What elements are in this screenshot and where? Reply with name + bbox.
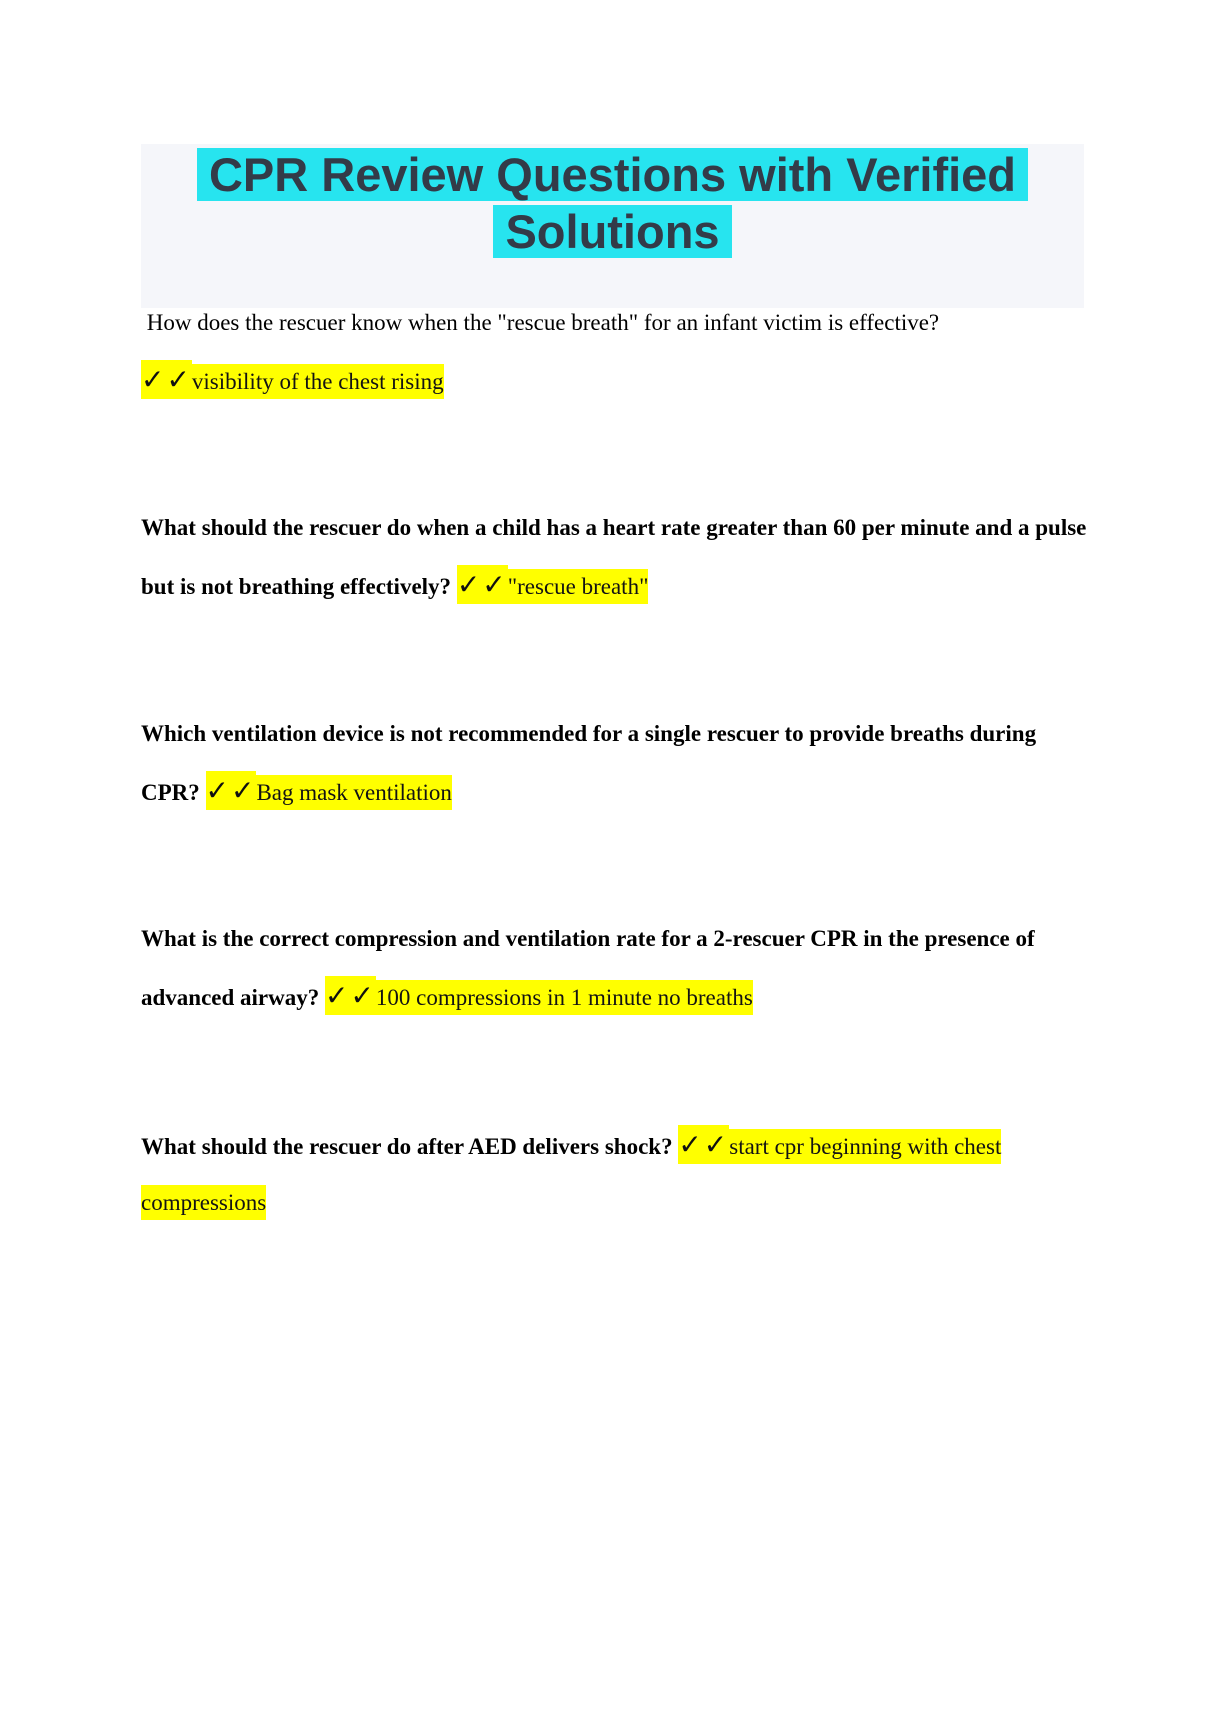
answer-text: visibility of the chest rising (191, 363, 444, 399)
question-text: CPR? (141, 779, 206, 805)
qa-content: How does the rescuer know when the "resc… (141, 295, 1087, 1232)
check-icon: ✓✓ (678, 1124, 730, 1164)
check-icon: ✓✓ (325, 975, 376, 1015)
text-line: CPR? ✓✓Bag mask ventilation (141, 763, 1084, 822)
question-text: What is the correct compression and vent… (141, 926, 1035, 952)
answer-text: start cpr beginning with chest (729, 1128, 1002, 1164)
page-title-line-1: CPR Review Questions with Verified (196, 148, 1029, 201)
text-line: What should the rescuer do when a child … (141, 500, 1087, 557)
answer-text: 100 compressions in 1 minute no breaths (375, 979, 753, 1015)
qa-block: What should the rescuer do after AED del… (141, 1117, 1084, 1232)
text-line: What is the correct compression and vent… (141, 911, 1084, 968)
text-line: Which ventilation device is not recommen… (141, 706, 1084, 763)
text-line: but is not breathing effectively? ✓✓"res… (141, 557, 1084, 616)
answer-text: "rescue breath" (507, 569, 649, 605)
text-line: advanced airway? ✓✓100 compressions in 1… (141, 968, 1084, 1027)
text-line: compressions (141, 1175, 1084, 1232)
question-text: Which ventilation device is not recommen… (141, 720, 1037, 746)
question-text: What should the rescuer do after AED del… (141, 1133, 679, 1159)
page-title-line-2: Solutions (493, 205, 732, 258)
question-text: advanced airway? (141, 984, 325, 1010)
question-text: but is not breathing effectively? (141, 574, 457, 600)
check-icon: ✓✓ (456, 565, 508, 605)
check-icon: ✓✓ (205, 770, 257, 810)
answer-text: compressions (141, 1185, 267, 1221)
qa-block: How does the rescuer know when the "resc… (141, 295, 1084, 410)
text-line: ✓✓visibility of the chest rising (141, 352, 1084, 411)
text-line: How does the rescuer know when the "resc… (141, 295, 1084, 352)
question-text: What should the rescuer do when a child … (141, 515, 1087, 541)
text-line: What should the rescuer do after AED del… (141, 1117, 1084, 1176)
qa-block: What is the correct compression and vent… (141, 911, 1084, 1026)
answer-text: Bag mask ventilation (256, 774, 452, 810)
qa-block: What should the rescuer do when a child … (141, 500, 1087, 616)
check-icon: ✓✓ (141, 359, 192, 399)
qa-block: Which ventilation device is not recommen… (141, 706, 1084, 821)
question-text: How does the rescuer know when the "resc… (141, 310, 940, 335)
